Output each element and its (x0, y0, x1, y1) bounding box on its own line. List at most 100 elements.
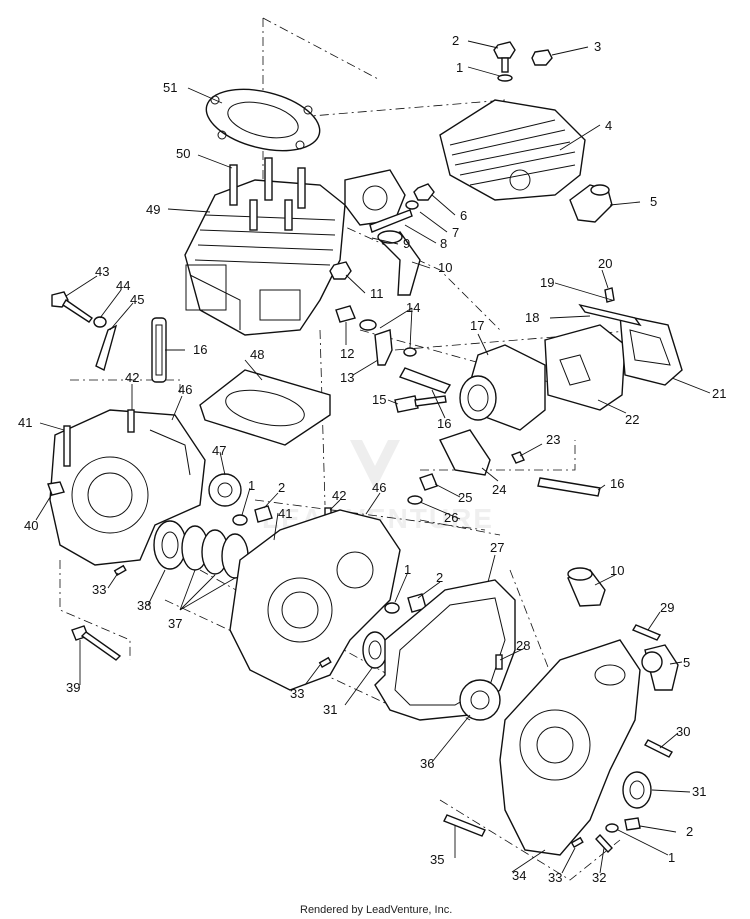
callout-11: 11 (370, 286, 384, 301)
callout-18: 18 (525, 310, 539, 325)
callout-33-mid: 33 (290, 686, 304, 701)
crankshaft-seals (153, 520, 249, 579)
callout-16-adapter: 16 (437, 416, 451, 431)
callout-48: 48 (250, 347, 264, 362)
callout-46-left: 46 (178, 382, 192, 397)
base-gasket (199, 369, 331, 446)
callout-27: 27 (490, 540, 504, 555)
callout-47: 47 (212, 443, 226, 458)
right-crankcase-cover (499, 639, 641, 856)
callout-50: 50 (176, 146, 190, 161)
head-elbow-fitting (569, 184, 613, 223)
crankcase-washer-bolt (232, 505, 273, 526)
callout-35: 35 (430, 852, 444, 867)
callout-49: 49 (146, 202, 160, 217)
callout-39: 39 (66, 680, 80, 695)
footer-credit: Rendered by LeadVenture, Inc. (300, 904, 452, 916)
bearing-47 (208, 473, 242, 507)
crankcase-bolt-left (47, 481, 65, 496)
callout-1-mid: 1 (248, 478, 255, 493)
callout-30: 30 (676, 724, 690, 739)
cover-washer-bolt (605, 817, 641, 833)
head-fasteners (493, 41, 553, 82)
callout-26: 26 (444, 510, 458, 525)
head-gasket (205, 88, 321, 152)
hose-clamps (151, 317, 601, 497)
callout-10-top: 10 (438, 260, 452, 275)
callout-2-head: 2 (452, 33, 459, 48)
callout-31-lower: 31 (692, 784, 706, 799)
gasket-fasteners (384, 593, 427, 614)
exhaust-stud (369, 209, 413, 233)
callout-17: 17 (470, 318, 484, 333)
dowel-pins (113, 564, 584, 849)
intake-adapter (459, 344, 546, 431)
callout-6: 6 (460, 208, 467, 223)
callout-29: 29 (660, 600, 674, 615)
callout-10-lower: 10 (610, 563, 624, 578)
leader-lines (35, 40, 711, 874)
reed-valve-assembly (544, 287, 683, 411)
callout-9: 9 (403, 236, 410, 251)
exhaust-nuts-washers (405, 183, 435, 210)
left-crankcase (49, 409, 206, 566)
cylinder-studs (229, 157, 306, 231)
callout-14: 14 (406, 300, 420, 315)
callout-22: 22 (625, 412, 639, 427)
callout-3: 3 (594, 39, 601, 54)
oil-seal-lower (622, 771, 652, 809)
callout-15: 15 (372, 392, 386, 407)
intake-boot (439, 429, 491, 476)
callout-44: 44 (116, 278, 130, 293)
callout-5-lower: 5 (683, 655, 690, 670)
callout-20: 20 (598, 256, 612, 271)
callout-33-lower: 33 (548, 870, 562, 885)
callout-8: 8 (440, 236, 447, 251)
callout-41-left: 41 (18, 415, 32, 430)
callout-1-lower: 1 (668, 850, 675, 865)
callout-43: 43 (95, 264, 109, 279)
callout-45: 45 (130, 292, 144, 307)
callout-1-head: 1 (456, 60, 463, 75)
cylinder (184, 179, 346, 336)
callout-12: 12 (340, 346, 354, 361)
callout-5-head: 5 (650, 194, 657, 209)
callout-labels: 51 50 49 2 1 3 4 5 6 7 8 9 10 11 12 13 1… (18, 33, 726, 885)
long-bolt (71, 625, 122, 661)
callout-28: 28 (516, 638, 530, 653)
water-outlet-fitting-top (377, 230, 421, 296)
fitting-parts (335, 305, 417, 366)
callout-41-mid: 41 (278, 506, 292, 521)
callout-51: 51 (163, 80, 177, 95)
callout-42-mid: 42 (332, 488, 346, 503)
callout-25: 25 (458, 490, 472, 505)
dowel-pin-28 (495, 654, 503, 670)
callout-40: 40 (24, 518, 38, 533)
callout-42-left: 42 (125, 370, 139, 385)
cover-bolts (443, 624, 673, 854)
callout-1-gasket: 1 (404, 562, 411, 577)
callout-36: 36 (420, 756, 434, 771)
callout-21: 21 (712, 386, 726, 401)
callout-38: 38 (137, 598, 151, 613)
callout-46-mid: 46 (372, 480, 386, 495)
callout-34: 34 (512, 868, 526, 883)
cylinder-nut (329, 261, 352, 280)
callout-2-mid: 2 (278, 480, 285, 495)
small-fasteners (407, 451, 525, 505)
callout-33-left: 33 (92, 582, 106, 597)
callout-23: 23 (546, 432, 560, 447)
callout-31-mid: 31 (323, 702, 337, 717)
callout-24: 24 (492, 482, 506, 497)
center-crankcase (229, 509, 401, 691)
oil-seal-mid (362, 631, 388, 669)
callout-13: 13 (340, 370, 354, 385)
callout-19: 19 (540, 275, 554, 290)
callout-37: 37 (168, 616, 182, 631)
callout-7: 7 (452, 225, 459, 240)
callout-32: 32 (592, 870, 606, 885)
left-bolt-set (51, 291, 118, 372)
callout-2-lower: 2 (686, 824, 693, 839)
